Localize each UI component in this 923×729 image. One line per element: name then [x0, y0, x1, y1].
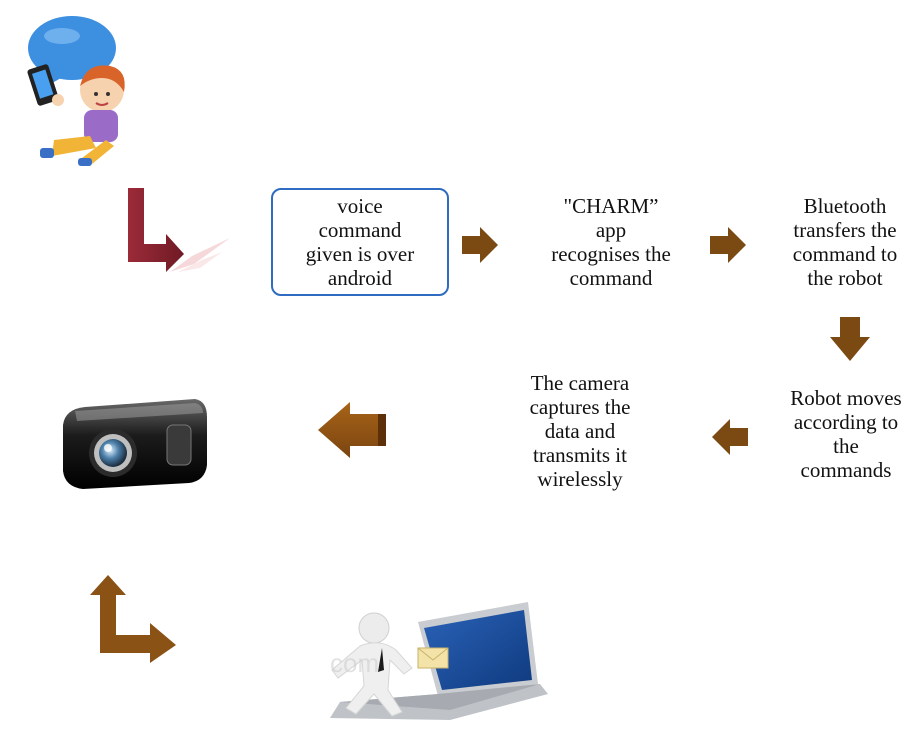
step-charm-app: "CHARM” app recognises the command — [551, 194, 671, 290]
red-down-right-arrow — [122, 186, 232, 276]
arrow-down — [828, 315, 872, 363]
arrow-right-2 — [708, 225, 748, 265]
arrow-up-right — [90, 573, 180, 665]
arrow-right-1 — [460, 225, 500, 265]
step-voice-command: voice command given is over android — [271, 188, 449, 296]
arrow-left-1 — [710, 417, 750, 457]
step-robot-moves: Robot moves according to the commands — [790, 386, 902, 482]
laptop-with-person-icon: com — [300, 598, 550, 728]
watermark: com — [330, 648, 379, 678]
arrow-left-2 — [316, 400, 388, 460]
step-camera-captures: The camera captures the data and transmi… — [529, 371, 631, 491]
step-bluetooth: Bluetooth transfers the command to the r… — [792, 194, 898, 290]
camera-icon — [55, 395, 210, 493]
child-with-phone-icon — [10, 8, 140, 168]
